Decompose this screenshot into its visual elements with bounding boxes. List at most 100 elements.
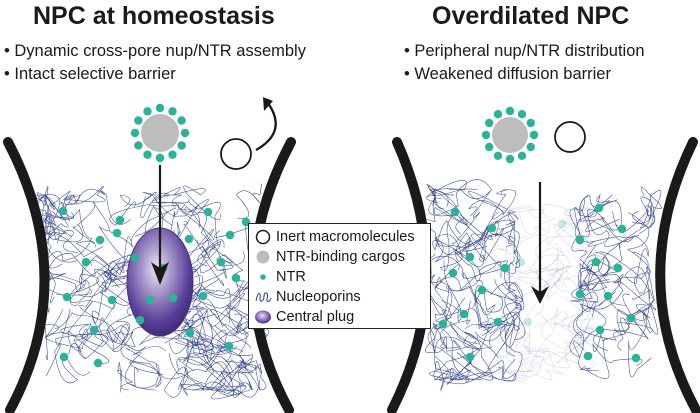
ntr-dot — [626, 313, 636, 323]
ntr-dot — [505, 106, 515, 116]
nucleoporin-strand — [54, 312, 147, 351]
nucleoporin-strand — [455, 228, 504, 262]
nucleoporin-strand — [550, 308, 596, 342]
ntr-dot — [481, 130, 491, 140]
nucleoporin-strand — [577, 256, 611, 295]
legend: Inert macromolecules NTR-binding cargos … — [248, 223, 431, 329]
nucleoporin-strand — [574, 194, 639, 243]
nucleoporin-strand — [432, 300, 471, 349]
pore-membrane-right-inner — [655, 137, 700, 413]
nucleoporin-strand — [504, 351, 580, 383]
ntr-dot — [603, 291, 613, 301]
nucleoporin-strand — [445, 236, 481, 292]
nucleoporin-strand — [504, 349, 564, 381]
nucleoporin-strand — [528, 310, 568, 367]
ntr-dot — [130, 128, 140, 138]
nucleoporin-strand — [462, 272, 503, 313]
nucleoporin-strand — [567, 275, 601, 340]
nucleoporin-strand — [176, 278, 220, 315]
nucleoporin-strand — [508, 212, 519, 245]
nucleoporin-strand — [627, 212, 651, 295]
inert-macromolecule-left — [220, 138, 252, 170]
nucleoporin-strand — [474, 322, 523, 381]
nucleoporin-strand — [569, 198, 588, 258]
nucleoporin-strand — [554, 205, 591, 233]
nucleoporin-strand — [635, 298, 655, 319]
legend-label: NTR — [276, 269, 306, 285]
ntr-dot — [224, 341, 234, 351]
ntr-dot — [583, 351, 593, 361]
ntr-dot — [517, 110, 527, 119]
ntr-dot — [168, 150, 177, 159]
ntr-dot — [500, 263, 510, 273]
nucleoporin-strand — [44, 324, 96, 361]
ntr-dot — [81, 257, 91, 267]
nucleoporin-strand — [507, 233, 599, 301]
transport-arrow-left-head — [151, 262, 169, 285]
nucleoporin-strand — [423, 197, 468, 256]
ntr-dot — [143, 150, 152, 159]
nucleoporin-strand — [45, 308, 110, 364]
nucleoporin-strand — [432, 212, 499, 257]
cargo-ntr-ring-right — [481, 106, 539, 164]
legend-label: Inert macromolecules — [276, 229, 415, 245]
nucleoporin-strand — [572, 251, 649, 337]
nucleoporin-strand — [439, 211, 481, 271]
nucleoporin-strand — [598, 281, 658, 335]
ntr-dot — [145, 295, 155, 305]
legend-row: Nucleoporins — [254, 287, 361, 307]
nucleoporin-strand — [599, 251, 650, 321]
ntr-dot — [112, 228, 122, 238]
nucleoporin-strand — [483, 210, 520, 268]
nucleoporin-strand — [624, 235, 651, 300]
nucleoporin-strand — [87, 324, 134, 352]
nucleoporin-strand — [549, 216, 582, 271]
ntr-dot — [177, 116, 186, 125]
nucleoporin-strand — [631, 266, 654, 300]
purple-plug-icon — [254, 309, 272, 325]
nucleoporin-strand — [464, 331, 499, 381]
nucleoporin-strand — [44, 186, 62, 219]
ntr-dot — [493, 151, 503, 160]
ntr-dot — [465, 352, 475, 362]
legend-row: NTR-binding cargos — [254, 247, 405, 267]
nucleoporin-strand — [576, 291, 648, 341]
ntr-dot — [485, 142, 494, 152]
nucleoporin-strand — [60, 301, 108, 348]
nucleoporin-strand — [201, 363, 251, 400]
ntr-dot — [448, 268, 458, 278]
nucleoporin-strand — [494, 278, 526, 340]
nucleoporin-strand — [506, 327, 593, 377]
nucleoporin-strand — [109, 194, 179, 226]
ntr-binding-cargo-right — [492, 117, 528, 153]
nucleoporin-strand — [448, 188, 492, 245]
nucleoporin-strand — [587, 260, 622, 285]
nucleoporin-strand — [579, 301, 630, 331]
nucleoporin-strand — [153, 314, 227, 349]
nucleoporin-strand — [177, 341, 223, 391]
ntr-dot — [477, 285, 487, 295]
nucleoporin-strand — [206, 303, 261, 391]
ntr-dot — [134, 116, 143, 125]
ntr-dot — [89, 325, 99, 335]
nucleoporin-strand — [109, 207, 177, 248]
gray-cargo-icon — [254, 249, 272, 265]
ntr-dot — [134, 141, 143, 150]
bullet-item: Dynamic cross-pore nup/NTR assembly — [4, 40, 306, 63]
nucleoporin-strand — [178, 348, 247, 387]
ntr-dot — [93, 358, 103, 368]
nucleoporin-strand — [478, 256, 517, 321]
nucleoporin-strand — [561, 301, 600, 327]
nucleoporin-strand — [555, 329, 596, 370]
bullet-list-overdilated: Peripheral nup/NTR distribution Weakened… — [404, 40, 644, 86]
nucleoporin-strand — [542, 203, 591, 226]
ntr-dot — [526, 142, 535, 152]
nucleoporin-strand — [434, 275, 477, 319]
ntr-dot — [575, 289, 585, 299]
panel-title-overdilated: Overdilated NPC — [432, 2, 630, 30]
ntr-dot — [575, 235, 585, 245]
ntr-dot — [198, 291, 208, 301]
ntr-group-right — [438, 203, 641, 363]
ntr-dot — [62, 292, 72, 302]
ntr-dot — [115, 215, 125, 225]
